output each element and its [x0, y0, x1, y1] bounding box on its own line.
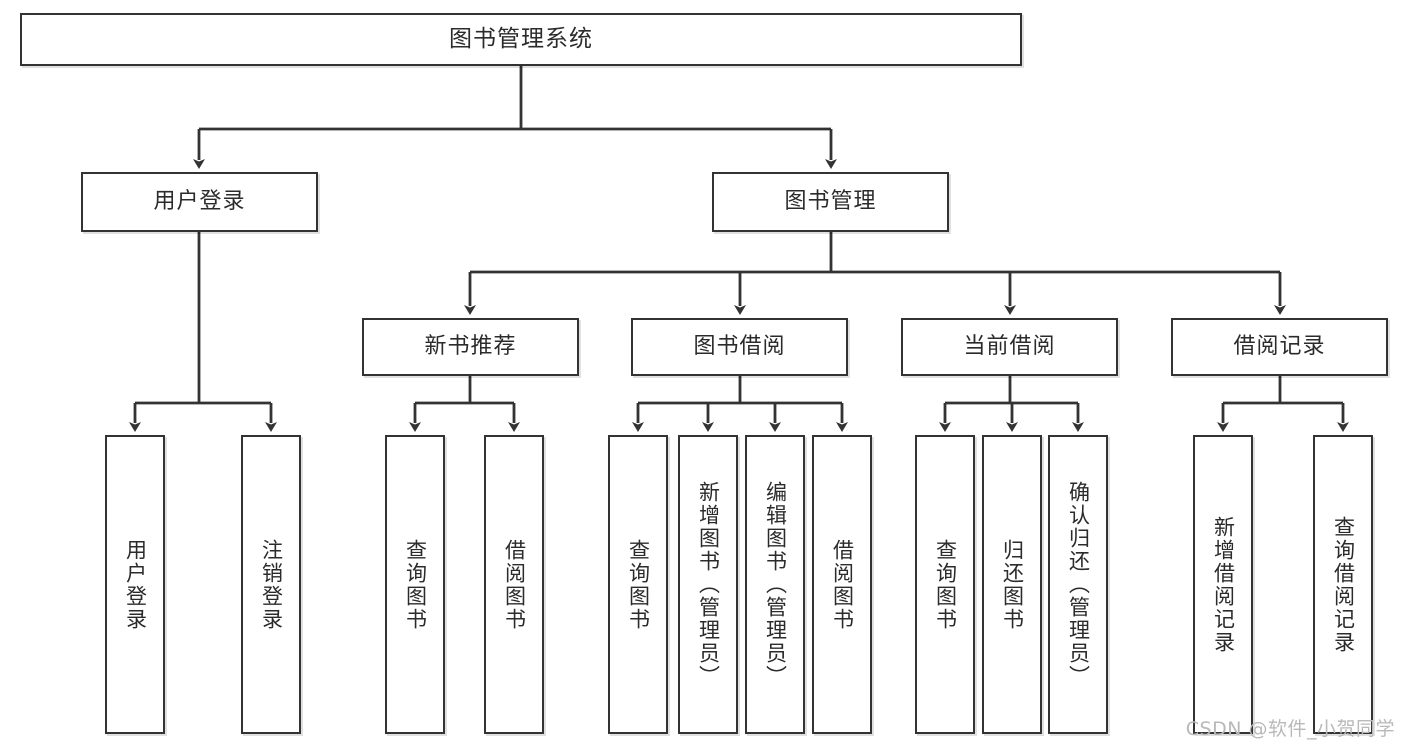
- node-new-book-recommend-label: 新书推荐: [424, 334, 517, 360]
- node-leaf-return-book-label: 归还图书: [1000, 538, 1025, 631]
- node-leaf-edit-book[interactable]: 编辑图书（管理员）: [745, 435, 805, 734]
- node-leaf-return-book[interactable]: 归还图书: [982, 435, 1042, 734]
- node-borrow-record[interactable]: 借阅记录: [1171, 318, 1388, 376]
- node-leaf-confirm-return-label: 确认归还（管理员）: [1066, 481, 1091, 688]
- node-leaf-add-book[interactable]: 新增图书（管理员）: [678, 435, 738, 734]
- node-current-borrow-label: 当前借阅: [963, 334, 1056, 360]
- node-leaf-add-book-label: 新增图书（管理员）: [696, 481, 721, 688]
- node-leaf-user-login-label: 用户登录: [123, 538, 148, 631]
- node-leaf-borrow-book-2-label: 借阅图书: [830, 538, 855, 631]
- node-leaf-query-book-3[interactable]: 查询图书: [915, 435, 975, 734]
- node-root[interactable]: 图书管理系统: [20, 13, 1022, 66]
- node-leaf-query-book-2-label: 查询图书: [626, 538, 651, 631]
- node-book-borrow-label: 图书借阅: [693, 334, 786, 360]
- node-leaf-query-book-3-label: 查询图书: [933, 538, 958, 631]
- node-leaf-borrow-book-1[interactable]: 借阅图书: [484, 435, 544, 734]
- node-leaf-add-record-label: 新增借阅记录: [1211, 515, 1236, 654]
- node-book-borrow[interactable]: 图书借阅: [631, 318, 848, 376]
- node-new-book-recommend[interactable]: 新书推荐: [362, 318, 579, 376]
- node-leaf-query-book-1-label: 查询图书: [403, 538, 428, 631]
- node-root-label: 图书管理系统: [449, 26, 593, 53]
- node-leaf-add-record[interactable]: 新增借阅记录: [1193, 435, 1253, 734]
- node-user-login-label: 用户登录: [153, 189, 246, 215]
- node-leaf-query-book-1[interactable]: 查询图书: [385, 435, 445, 734]
- node-leaf-user-login[interactable]: 用户登录: [105, 435, 165, 734]
- watermark: CSDN @软件_小贺同学: [1185, 718, 1395, 740]
- node-leaf-borrow-book-2[interactable]: 借阅图书: [812, 435, 872, 734]
- node-book-manage-label: 图书管理: [784, 189, 877, 215]
- node-current-borrow[interactable]: 当前借阅: [901, 318, 1118, 376]
- node-leaf-query-book-2[interactable]: 查询图书: [608, 435, 668, 734]
- node-leaf-query-record[interactable]: 查询借阅记录: [1313, 435, 1373, 734]
- node-borrow-record-label: 借阅记录: [1233, 334, 1326, 360]
- node-leaf-user-logout-label: 注销登录: [259, 538, 284, 631]
- node-book-manage[interactable]: 图书管理: [712, 172, 949, 232]
- node-leaf-edit-book-label: 编辑图书（管理员）: [763, 481, 788, 688]
- node-leaf-confirm-return[interactable]: 确认归还（管理员）: [1048, 435, 1108, 734]
- node-leaf-borrow-book-1-label: 借阅图书: [502, 538, 527, 631]
- node-leaf-user-logout[interactable]: 注销登录: [241, 435, 301, 734]
- node-user-login[interactable]: 用户登录: [81, 172, 318, 232]
- node-leaf-query-record-label: 查询借阅记录: [1331, 515, 1356, 654]
